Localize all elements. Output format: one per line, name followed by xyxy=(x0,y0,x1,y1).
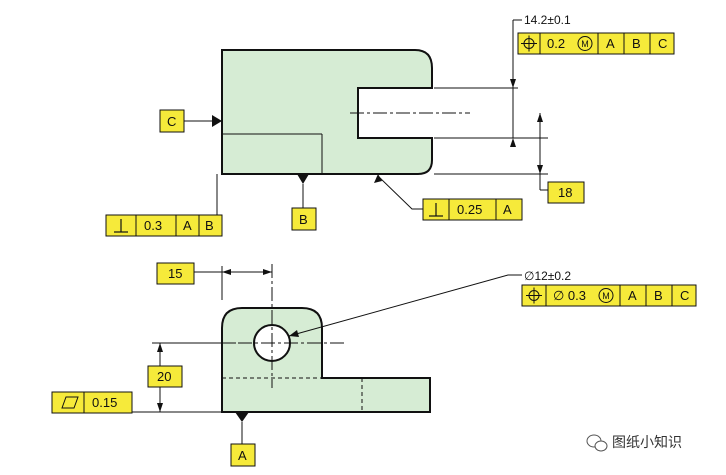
svg-text:C: C xyxy=(680,288,689,303)
frame-datum: B xyxy=(632,36,641,51)
top-view-part-outline xyxy=(221,49,433,175)
slot-depth-box xyxy=(547,181,585,204)
svg-text:0.3: 0.3 xyxy=(144,218,162,233)
svg-text:A: A xyxy=(183,218,192,233)
perp-bottom-frame: 0.25 A xyxy=(422,198,523,221)
leader-line xyxy=(288,274,522,337)
hole-position-frame: ∅ 0.3 M A B C xyxy=(521,284,697,307)
hole-position-horizontal: 15 xyxy=(168,266,182,281)
flatness-frame: 0.15 xyxy=(51,391,133,414)
position-icon xyxy=(521,35,537,52)
datum-triangle xyxy=(297,174,309,184)
arrowhead xyxy=(222,269,231,275)
dim-15-box xyxy=(156,262,195,285)
arrowhead xyxy=(510,138,516,147)
svg-text:B: B xyxy=(654,288,663,303)
arrowhead xyxy=(537,165,543,174)
svg-text:A: A xyxy=(238,448,247,463)
datum-a: A xyxy=(230,412,256,467)
arrowhead xyxy=(537,113,543,122)
hole-position-vertical: 20 xyxy=(157,369,171,384)
svg-text:B: B xyxy=(205,218,214,233)
slot-depth-dimension: 18 xyxy=(558,185,572,200)
svg-text:M: M xyxy=(602,291,610,301)
position-icon xyxy=(526,287,542,304)
datum-c: C xyxy=(159,109,222,133)
svg-text:C: C xyxy=(167,114,176,129)
wechat-icon xyxy=(586,434,608,452)
watermark: 图纸小知识 xyxy=(586,434,682,452)
front-view-part-outline xyxy=(221,307,431,413)
frame-datum: A xyxy=(606,36,615,51)
mmc-icon: M xyxy=(598,288,614,303)
perp-side-frame: 0.3 A B xyxy=(105,214,223,237)
svg-text:0.15: 0.15 xyxy=(92,395,117,410)
frame-tolerance: 0.2 xyxy=(547,36,565,51)
svg-text:A: A xyxy=(503,202,512,217)
arrowhead xyxy=(374,174,382,183)
dim-20-box xyxy=(147,365,183,388)
slot-position-frame: 0.2 M A B C xyxy=(517,32,675,55)
datum-b: B xyxy=(291,174,317,231)
arrowhead xyxy=(157,403,163,412)
slot-width-dimension: 14.2±0.1 xyxy=(524,13,571,27)
perpendicularity-icon xyxy=(429,203,443,217)
datum-triangle xyxy=(212,115,222,127)
mmc-icon: M xyxy=(577,36,593,51)
svg-text:M: M xyxy=(581,39,589,49)
watermark-text: 图纸小知识 xyxy=(612,434,682,451)
hole-diameter-dimension: ∅12±0.2 xyxy=(524,269,571,283)
leader-line xyxy=(377,175,423,210)
front-view: 15 20 0.15 A ∅12±0.2 xyxy=(51,262,697,467)
svg-text:∅ 0.3: ∅ 0.3 xyxy=(553,288,586,303)
svg-text:A: A xyxy=(628,288,637,303)
svg-text:B: B xyxy=(299,212,308,227)
svg-text:0.25: 0.25 xyxy=(457,202,482,217)
top-view: 14.2±0.1 18 0.2 M A B xyxy=(105,13,675,237)
frame-datum: C xyxy=(658,36,667,51)
arrowhead xyxy=(157,343,163,352)
perpendicularity-icon xyxy=(114,219,128,233)
datum-triangle xyxy=(235,412,249,422)
flatness-icon xyxy=(61,396,79,409)
arrowhead xyxy=(263,269,272,275)
arrowhead xyxy=(510,79,516,88)
